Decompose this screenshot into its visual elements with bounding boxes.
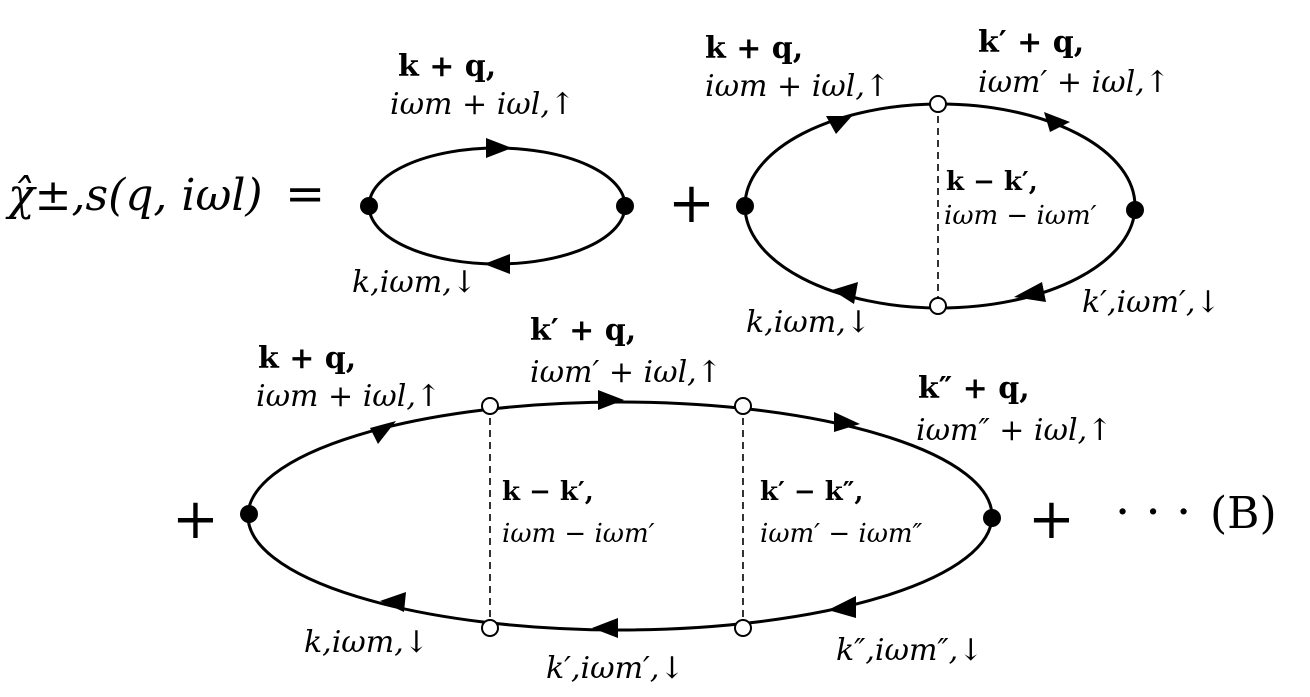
arrow-bottom-right <box>1014 282 1046 302</box>
arrow-top-left <box>826 116 852 134</box>
label-bottom-right: k″,iωm″,↓ <box>836 633 983 668</box>
ellipsis: · · · <box>1115 484 1191 540</box>
ladder2-loop <box>246 400 994 632</box>
label-top-right-momentum: k″ + q, <box>918 371 1030 406</box>
arrow-bottom-left <box>832 282 858 304</box>
plus-sign-1: + <box>668 171 715 236</box>
internal-vertex-bottom <box>929 297 947 315</box>
label-bottom-right: k′,iωm′,↓ <box>1082 285 1221 320</box>
label-transfer-1-momentum: k − k′, <box>502 477 594 507</box>
equals-sign: = <box>285 166 325 222</box>
label-bottom: k,iωm,↓ <box>352 265 477 300</box>
external-vertex-right <box>616 197 634 215</box>
label-top-left-momentum: k + q, <box>258 341 356 376</box>
plus-sign-3: + <box>1028 487 1075 552</box>
arrow-right <box>486 138 512 158</box>
external-vertex-left <box>240 505 258 523</box>
external-vertex-left <box>736 197 754 215</box>
arrow-top-middle <box>598 390 624 410</box>
label-top-right-frequency: iωm″ + iωl,↑ <box>916 413 1112 448</box>
label-transfer-2-frequency: iωm′ − iωm″ <box>760 519 923 549</box>
label-bottom-left: k,iωm,↓ <box>304 625 429 660</box>
plus-sign-2: + <box>172 487 219 552</box>
lhs-label: χ̂±,s(q, iωl) <box>5 170 263 221</box>
label-top-middle-frequency: iωm′ + iωl,↑ <box>530 355 722 390</box>
equation-tag: (B) <box>1210 488 1277 539</box>
external-vertex-left <box>360 197 378 215</box>
internal-vertex-2-top <box>734 397 752 415</box>
internal-vertex-1-top <box>481 397 499 415</box>
label-top-middle-momentum: k′ + q, <box>530 313 636 348</box>
arrow-bottom-middle <box>592 618 618 638</box>
external-vertex-right <box>983 509 1001 527</box>
label-transfer-frequency: iωm − iωm′ <box>944 201 1097 231</box>
arrow-top-right <box>1044 112 1070 132</box>
internal-vertex-2-bottom <box>734 619 752 637</box>
external-vertex-right <box>1126 201 1144 219</box>
label-top-left-frequency: iωm + iωl,↑ <box>256 379 441 414</box>
label-transfer-1-frequency: iωm − iωm′ <box>502 519 655 549</box>
arrow-left <box>484 254 510 274</box>
label-top-right-momentum: k′ + q, <box>978 25 1084 60</box>
label-top-left-frequency: iωm + iωl,↑ <box>705 69 890 104</box>
label-top-frequency: iωm + iωl,↑ <box>390 87 575 122</box>
internal-vertex-1-bottom <box>481 619 499 637</box>
diagram-bubble: k + q, iωm + iωl,↑ k,iωm,↓ <box>352 49 634 300</box>
arrow-top-left <box>370 421 396 444</box>
diagram-ladder-2: k + q, iωm + iωl,↑ k′ + q, iωm′ + iωl,↑ … <box>240 313 1112 686</box>
internal-vertex-top <box>929 95 947 113</box>
label-bottom-left: k,iωm,↓ <box>746 305 871 340</box>
arrow-bottom-right <box>828 596 856 618</box>
arrow-bottom-left <box>380 592 406 612</box>
label-bottom-middle: k′,iωm′,↓ <box>546 651 685 686</box>
label-transfer-2-momentum: k′ − k″, <box>760 477 863 507</box>
arrow-top-right <box>834 412 860 432</box>
bubble-loop <box>367 146 627 266</box>
label-transfer-momentum: k − k′, <box>946 167 1038 197</box>
diagram-ladder-1: k + q, iωm + iωl,↑ k′ + q, iωm′ + iωl,↑ … <box>705 25 1221 340</box>
label-top-momentum: k + q, <box>398 49 496 84</box>
label-top-right-frequency: iωm′ + iωl,↑ <box>978 65 1170 100</box>
label-top-left-momentum: k + q, <box>705 31 803 66</box>
